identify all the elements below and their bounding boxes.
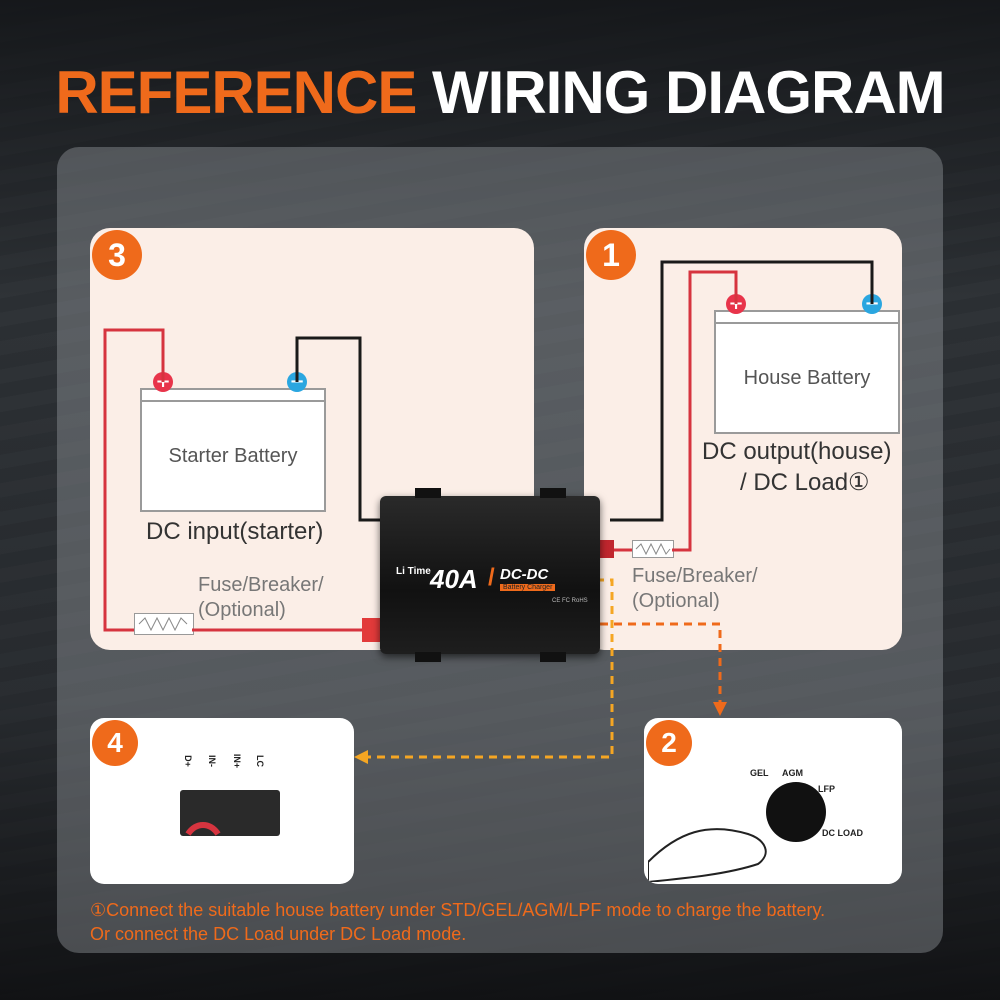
terminal-wire-icon: [185, 822, 221, 836]
device-tab-bottom-right: [540, 652, 566, 662]
step-1-badge: 1: [586, 230, 636, 280]
house-battery-panel: 1 House Battery + − DC output(house) / D…: [584, 228, 902, 650]
house-battery: House Battery: [714, 322, 900, 434]
dc-input-label: DC input(starter): [146, 518, 324, 545]
step-4-badge: 4: [92, 720, 138, 766]
dc-load-label: / DC Load①: [740, 469, 870, 496]
mode-label-gel: GEL: [750, 768, 769, 778]
device-certification: CE FC RoHS: [552, 598, 588, 604]
starter-fuse-label-1: Fuse/Breaker/: [198, 574, 324, 596]
guide-to-panel-2: [600, 622, 722, 704]
mode-label-dc-load: DC LOAD: [822, 828, 863, 838]
device-bolt-icon: /: [488, 564, 495, 591]
device-model: DC-DC: [500, 566, 549, 583]
dc-dc-charger: Li Time 40A / DC-DC Battery Charger CE F…: [380, 488, 600, 662]
footnote-line-1: ①Connect the suitable house battery unde…: [90, 900, 826, 920]
fuse-symbol-icon: [635, 542, 671, 556]
mode-label-lfp: LFP: [818, 784, 835, 794]
title-rest: WIRING DIAGRAM: [432, 59, 946, 126]
guide-to-panel-4: [366, 578, 614, 759]
footnote: ①Connect the suitable house battery unde…: [90, 898, 825, 946]
terminal-label-in-minus: IN-: [207, 755, 217, 767]
house-positive-wire: [672, 270, 738, 552]
starter-positive-wire: [103, 328, 165, 632]
starter-battery: Starter Battery: [140, 400, 326, 512]
terminal-label-in-plus: IN+: [232, 753, 243, 769]
guide-arrow-2-icon: [713, 702, 727, 716]
starter-fuse: [134, 613, 194, 635]
starter-battery-label: Starter Battery: [168, 444, 298, 467]
house-negative-wire: [610, 260, 874, 522]
house-battery-label: House Battery: [743, 366, 871, 389]
step-3-badge: 3: [92, 230, 142, 280]
house-positive-connector: [596, 540, 614, 558]
footnote-line-2: Or connect the DC Load under DC Load mod…: [90, 924, 467, 944]
device-subtitle: Battery Charger: [500, 584, 556, 591]
device-amps: 40A: [430, 564, 478, 594]
device-brand: Li Time: [396, 566, 431, 577]
house-fuse: [632, 540, 674, 558]
fuse-symbol-icon: [138, 616, 188, 632]
dc-output-label: DC output(house): [702, 438, 892, 465]
page-title: REFERENCE WIRING DIAGRAM: [0, 58, 1000, 127]
device-tab-bottom-left: [415, 652, 441, 662]
terminal-label-d-plus: D+: [182, 755, 193, 767]
guide-arrow-4-icon: [354, 750, 368, 764]
terminal-label-lc: LC: [255, 755, 265, 767]
step-2-badge: 2: [646, 720, 692, 766]
device-tab-top-right: [540, 488, 566, 498]
starter-negative-wire: [295, 336, 380, 522]
starter-fuse-label-2: (Optional): [198, 599, 286, 621]
mode-label-agm: AGM: [782, 768, 803, 778]
house-fuse-label-2: (Optional): [632, 590, 720, 612]
title-highlight: REFERENCE: [55, 59, 417, 126]
house-fuse-label-1: Fuse/Breaker/: [632, 565, 758, 587]
hand-icon: [648, 828, 767, 882]
mode-selector-panel: 2 GEL AGM LFP DC LOAD: [644, 718, 902, 884]
mode-selector-knob[interactable]: [766, 782, 826, 842]
device-tab-top-left: [415, 488, 441, 498]
terminal-block-panel: 4 D+ IN- IN+ LC: [90, 718, 354, 884]
